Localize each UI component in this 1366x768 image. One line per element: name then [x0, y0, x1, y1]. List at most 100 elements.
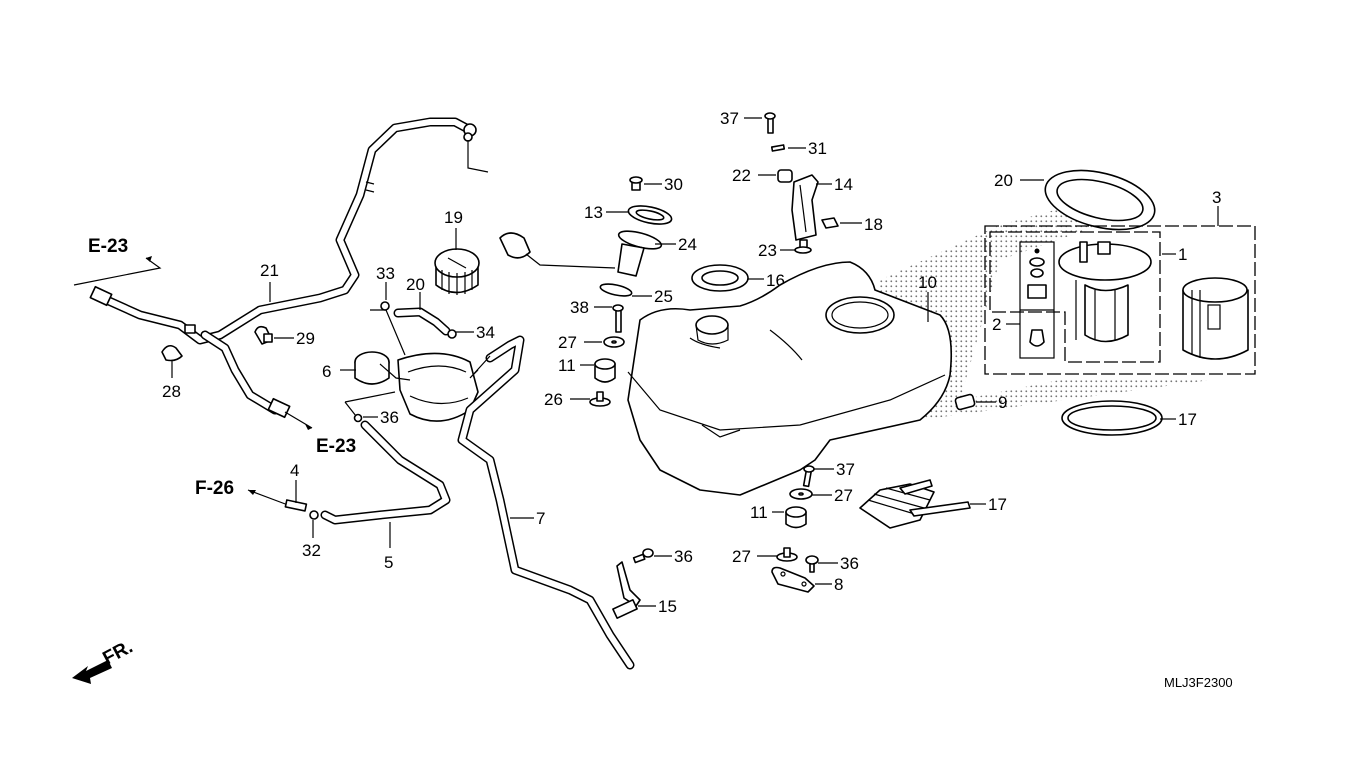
rubber-cushion-23[interactable]: 22 [732, 166, 793, 185]
collar-24[interactable]: 23 [758, 239, 812, 260]
hose-clamp-b-32[interactable]: 29 [254, 325, 315, 348]
callout-17: 20 [406, 275, 425, 294]
callout-5: 5 [384, 553, 393, 572]
callout-11: 11 [750, 503, 768, 522]
clip-29-right[interactable]: 34 [447, 323, 495, 342]
fuel-pump-housing [1182, 277, 1249, 360]
bolt-36-right[interactable]: 36 [805, 554, 859, 573]
hose-clamp-30[interactable]: 28 [161, 344, 183, 401]
callout-4: 4 [290, 461, 299, 480]
fuel-tank-10[interactable]: 10 [627, 261, 953, 496]
callout-36: 36 [674, 547, 693, 566]
hose-stay-14[interactable]: 15 [612, 561, 677, 619]
callout-6: 6 [322, 362, 331, 381]
clip-connector-22[interactable]: 18 [821, 215, 883, 234]
fuel-pump-assembly-3[interactable]: 3 [984, 188, 1256, 375]
reference-e23-lower[interactable]: E-23 [284, 411, 356, 457]
reference-f26[interactable]: F-26 [195, 478, 289, 506]
rubber-mount-11-upper[interactable]: 11 [558, 356, 616, 383]
callout-30: 28 [162, 382, 181, 401]
o-ring-26[interactable]: 25 [599, 282, 673, 306]
clip-9[interactable]: 9 [954, 393, 1008, 412]
callout-29: 34 [476, 323, 495, 342]
callout-36: 36 [840, 554, 859, 573]
shading-region [880, 195, 1210, 420]
washer-28-lower[interactable]: 27 [789, 486, 853, 505]
clip-small-35[interactable]: 36 [344, 391, 399, 427]
callout-26: 25 [654, 287, 673, 306]
callout-3: 3 [1212, 188, 1221, 207]
callout-14: 15 [658, 597, 677, 616]
drain-hose-7[interactable]: 7 [457, 335, 635, 670]
callout-35: 36 [380, 408, 399, 427]
callout-8: 8 [834, 575, 843, 594]
reference-label: E-23 [88, 236, 128, 257]
callout-24: 23 [758, 241, 777, 260]
callout-20: 19 [444, 208, 463, 227]
spring-34[interactable]: 31 [770, 139, 827, 158]
fuel-fill-cap-20[interactable]: 19 [434, 208, 480, 295]
fuel-level-sender-25[interactable]: 24 [499, 228, 697, 277]
callout-16: 21 [260, 261, 279, 280]
arrow-icon [72, 660, 112, 684]
front-direction-indicator: FR. [72, 637, 136, 684]
reference-label: F-26 [195, 478, 234, 499]
reference-e23-upper[interactable]: E-23 [73, 236, 162, 286]
fuel-filter-set-2[interactable]: 2 [992, 241, 1055, 359]
callout-21: 20 [994, 171, 1013, 190]
fuel-pump-unit-1[interactable]: 1 [989, 231, 1187, 363]
callout-25: 24 [678, 235, 697, 254]
diagram-code: MLJ3F2300 [1164, 675, 1233, 690]
reference-label: E-23 [316, 436, 356, 457]
callout-27: 27 [732, 547, 751, 566]
callout-33: 30 [664, 175, 683, 194]
callout-23: 22 [732, 166, 751, 185]
callout-22: 18 [864, 215, 883, 234]
callout-16-group: 21 [260, 261, 279, 302]
collar-27-lower[interactable]: 27 [732, 547, 798, 566]
callout-37: 37 [836, 460, 855, 479]
callout-7: 7 [536, 509, 545, 528]
bolt-37-top[interactable]: 37 [720, 109, 776, 134]
callout-2: 2 [992, 315, 1001, 334]
bolt-36-left[interactable]: 36 [632, 547, 693, 566]
joint-4[interactable]: 4 [284, 461, 308, 512]
callout-32: 29 [296, 329, 315, 348]
clip-29-upper[interactable]: 33 [376, 264, 395, 311]
callout-10: 10 [918, 273, 937, 292]
callout-31: 32 [302, 541, 321, 560]
setting-ring-18[interactable]: 17 [1061, 400, 1197, 436]
callout-27: 26 [544, 390, 563, 409]
collar-27-upper[interactable]: 26 [544, 390, 611, 409]
callout-13: 14 [834, 175, 853, 194]
callout-28: 27 [834, 486, 853, 505]
washer-28-upper[interactable]: 27 [558, 333, 625, 352]
tank-rear-bracket-8[interactable]: 8 [771, 566, 843, 595]
packing-12[interactable]: 13 [584, 203, 673, 228]
callout-34: 31 [808, 139, 827, 158]
callout-28: 27 [558, 333, 577, 352]
pump-retainer-plate-21[interactable]: 20 [994, 160, 1161, 239]
callout-38: 38 [570, 298, 589, 317]
hose-clip-31[interactable]: 32 [302, 510, 321, 560]
callout-29: 33 [376, 264, 395, 283]
breather-hose-5[interactable]: 5 [320, 420, 451, 572]
callout-37: 37 [720, 109, 739, 128]
callout-9: 9 [998, 393, 1007, 412]
bolt-37-lower[interactable]: 37 [802, 460, 855, 488]
bolt-38[interactable]: 38 [570, 298, 624, 333]
callout-19: 17 [988, 495, 1007, 514]
rubber-mount-11-lower[interactable]: 11 [750, 503, 807, 529]
callout-11: 11 [558, 356, 576, 375]
tank-side-bracket-13[interactable]: 14 [791, 174, 853, 241]
fuel-tank-cap-holder-6[interactable]: 6 [322, 309, 479, 422]
fuel-feed-hose-16[interactable] [89, 117, 489, 419]
callout-12: 13 [584, 203, 603, 222]
callout-1: 1 [1178, 245, 1187, 264]
overflow-hose-17[interactable]: 20 [393, 275, 451, 336]
filler-neck-seal-15[interactable]: 16 [691, 264, 785, 292]
screw-33[interactable]: 30 [629, 175, 683, 194]
heat-guard-plate-19[interactable]: 17 [859, 479, 1007, 529]
callout-18: 17 [1178, 410, 1197, 429]
